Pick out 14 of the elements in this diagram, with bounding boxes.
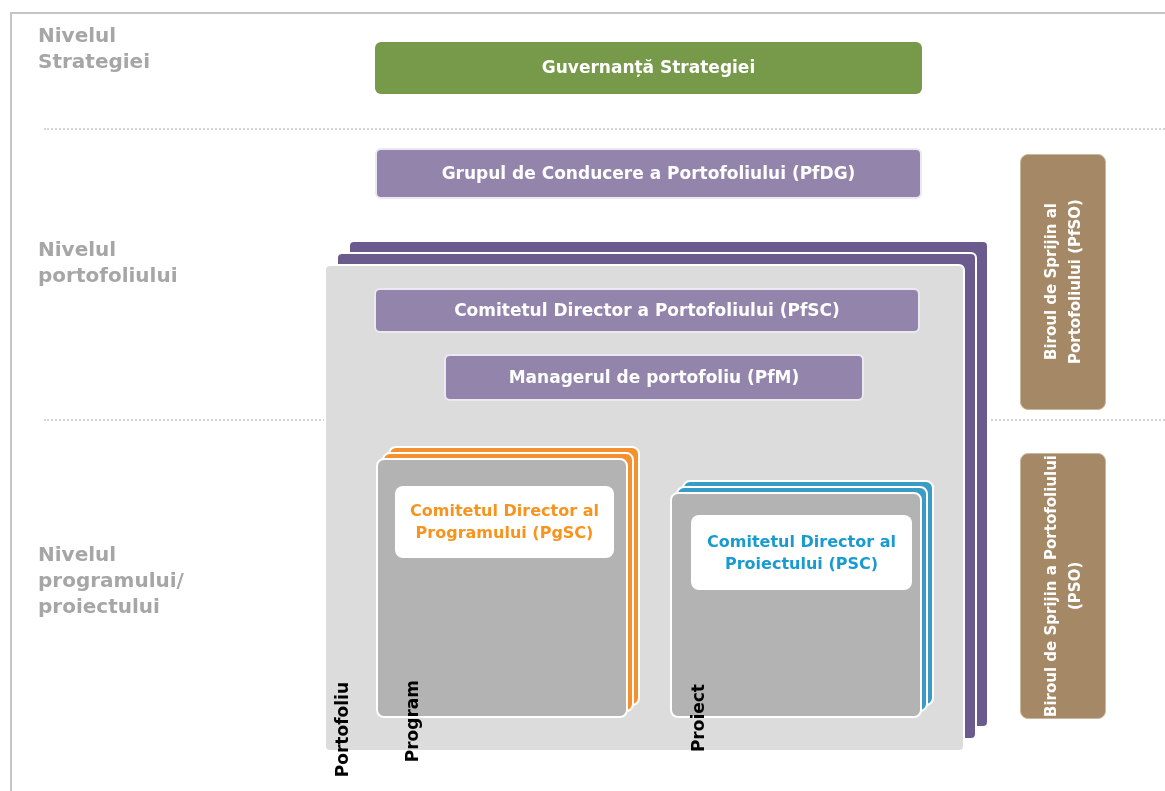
support-office-box: Biroul de Sprijin a Portofoliului (PSO)	[1020, 453, 1106, 719]
level-label: Nivelul portofoliului	[38, 236, 179, 288]
container-label: Proiect	[687, 684, 709, 753]
level-label: Nivelul programului/ proiectului	[38, 541, 185, 619]
level-label: Nivelul Strategiei	[38, 22, 152, 74]
container-label: Program	[401, 680, 423, 763]
committee-box: Comitetul Director al Programului (PgSC)	[395, 486, 614, 558]
container-label: Portofoliu	[331, 682, 353, 778]
role-box: Grupul de Conducere a Portofoliului (PfDG)	[375, 148, 922, 199]
committee-box: Comitetul Director al Proiectului (PSC)	[691, 515, 912, 590]
role-box: Managerul de portofoliu (PfM)	[444, 354, 864, 401]
support-office-box: Biroul de Sprijin al Portofoliului (PfSO)	[1020, 154, 1106, 410]
role-box: Guvernanță Strategiei	[375, 42, 922, 94]
role-box: Comitetul Director a Portofoliului (PfSC)	[374, 288, 920, 333]
